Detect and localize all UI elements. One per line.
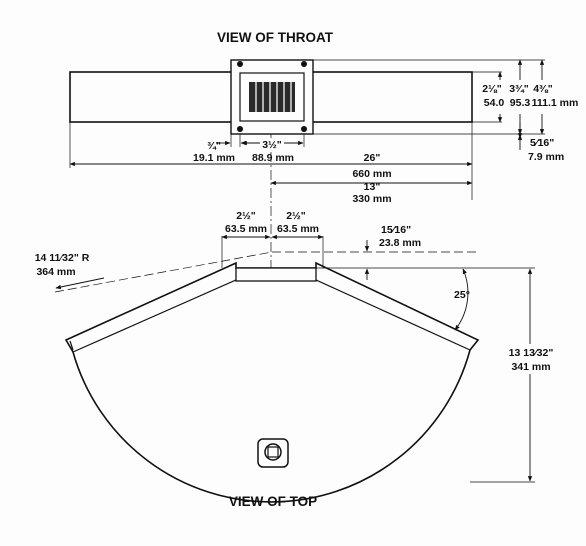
top-terminal-connector [257,438,289,468]
dim-radius-inches: 14 11⁄32" R [35,252,90,264]
throat-view-title: VIEW OF THROAT [217,30,334,45]
throat-coil [249,82,295,112]
throat-body [69,59,473,135]
dim-edge-mm: 19.1 mm [193,152,235,164]
dim-gap-inches: 5⁄16" [530,137,554,149]
dim-depth-inches: 13 13⁄32" [509,347,554,359]
dim-total-mm: 660 mm [352,168,391,180]
dim-right-mm: 63.5 mm [277,223,319,235]
top-view-title: VIEW OF TOP [229,494,317,509]
dim-radius-mm: 364 mm [36,266,75,278]
dim-half-inches: 13" [364,181,381,193]
dim-right-inches: 2½" [286,210,306,222]
dim-left-mm: 63.5 mm [225,223,267,235]
bolt-hole [237,61,243,67]
dim-offset-mm: 23.8 mm [379,237,421,249]
dim-h2-inches: 3¾" [509,83,529,95]
dim-angle: 25° [454,289,470,301]
dim-offset-inches: 15⁄16" [381,224,411,236]
dim-half-mm: 330 mm [352,193,391,205]
dim-total-inches: 26" [364,152,381,164]
bolt-hole [301,61,307,67]
dim-center-mm: 88.9 mm [252,152,294,164]
dim-h1-inches: 2⅛" [482,83,502,95]
top-body [64,261,480,503]
dim-depth-mm: 341 mm [511,361,550,373]
dim-h3-mm: 111.1 mm [532,97,579,109]
dim-gap-mm: 7.9 mm [528,151,564,163]
dim-h1-mm: 54.0 [484,97,505,109]
label-backdrop [510,344,556,374]
bolt-hole [237,126,243,132]
dim-h3-inches: 4⅜" [533,83,553,95]
top-dimensions [54,234,535,483]
label-backdrop [260,138,284,149]
bolt-hole [301,126,307,132]
dim-center-inches: 3½" [262,139,282,151]
dim-left-inches: 2½" [236,210,256,222]
label-backdrop [478,80,586,114]
dim-h2-mm: 95.3 [510,97,531,109]
label-backdrop [358,152,388,162]
dim-edge-inches: ¾" [207,140,221,152]
